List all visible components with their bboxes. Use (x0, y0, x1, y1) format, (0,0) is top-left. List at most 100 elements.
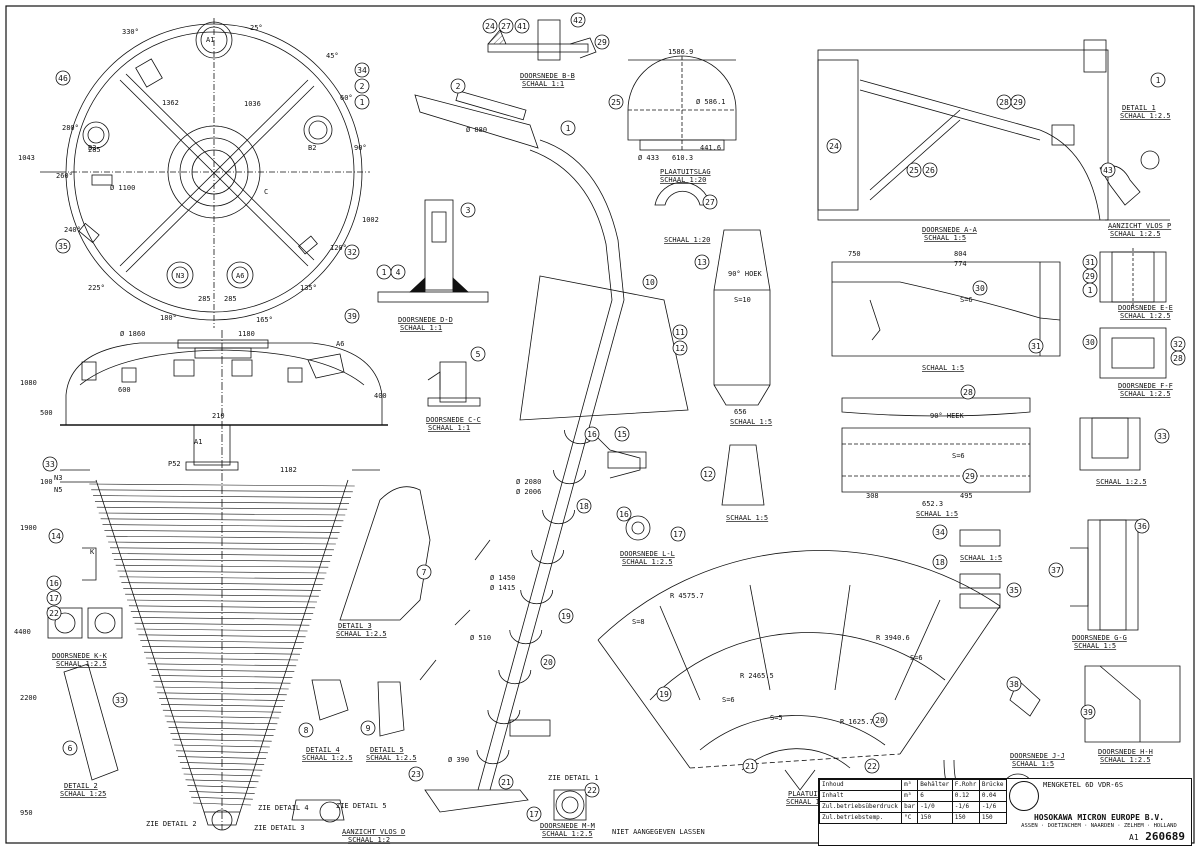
callout-bubble: 26 (922, 162, 938, 178)
section-title: DOORSNEDE M-M (540, 822, 595, 830)
callout-bubble: 5 (470, 346, 486, 362)
callout-bubble: 22 (584, 782, 600, 798)
table-header-cell: F.Rohr (951, 779, 980, 791)
dim-label: 285 (198, 295, 211, 303)
callout-number: 24 (485, 22, 495, 31)
part-label: B3 (88, 144, 96, 152)
dim-label: S=5 (770, 714, 783, 722)
callout-circle (1100, 162, 1116, 178)
section-title: DETAIL 3 (338, 622, 372, 630)
callout-bubble: 19 (558, 608, 574, 624)
callout-number: 1 (382, 268, 387, 277)
callout-circle (826, 138, 842, 154)
table-cell: 6 (917, 790, 953, 802)
dim-label: 1080 (20, 379, 37, 387)
callout-bubble: 11 (672, 324, 688, 340)
callout-circle (932, 524, 948, 540)
angle-label: 280° (62, 124, 79, 132)
callout-bubble: 17 (526, 806, 542, 822)
callout-circle (616, 506, 632, 522)
callout-number: 12 (703, 470, 713, 479)
callout-circle (576, 498, 592, 514)
callout-circle (354, 94, 370, 110)
callout-circle (962, 468, 978, 484)
plan-view (40, 18, 370, 328)
angle-label: 260° (56, 172, 73, 180)
callout-bubble: 27 (498, 18, 514, 34)
part-label: P52 (168, 460, 181, 468)
section-scale: SCHAAL 1:5 (1012, 760, 1054, 768)
dim-label: 2200 (20, 694, 37, 702)
dim-label: Ø 510 (470, 634, 491, 642)
note-label: NIET AANGEGEVEN LASSEN (612, 828, 705, 836)
section-title: DOORSNEDE C-C (426, 416, 481, 424)
dim-label: S=6 (910, 654, 923, 662)
part-30-31-geometry (831, 261, 1061, 357)
company-name: HOSOKAWA MICRON EUROPE B.V. (1033, 813, 1165, 822)
callout-circle (344, 244, 360, 260)
note-label: ZIE DETAIL 1 (548, 774, 599, 782)
callout-number: 27 (705, 198, 715, 207)
dim-label: S=6 (722, 696, 735, 704)
callout-circle (702, 194, 718, 210)
part-label: N3 (176, 272, 184, 280)
callout-circle (1154, 428, 1170, 444)
callout-circle (46, 575, 62, 591)
callout-circle (390, 264, 406, 280)
callout-circle (584, 782, 600, 798)
callout-circle (642, 274, 658, 290)
table-header-cell: Behälter (917, 779, 953, 791)
dim-label: Ø 390 (448, 756, 469, 764)
note-label: ZIE DETAIL 4 (258, 804, 309, 812)
dim-label: Ø 1450 (490, 574, 515, 582)
callout-circle (354, 78, 370, 94)
callout-number: 31 (1085, 258, 1095, 267)
section-scale: SCHAAL 1:2 (348, 836, 390, 844)
drawing-annotations: 330° 25° 45° 60° 90° 280° 260° 240° 225°… (14, 24, 1173, 844)
company-address: ASSEN · DOETINCHEM · NAARDEN · ZELHEM · … (1021, 823, 1177, 829)
callout-number: 32 (347, 248, 357, 257)
callout-bubble: 16 (616, 506, 632, 522)
callout-circle (864, 758, 880, 774)
callout-bubble: 18 (932, 554, 948, 570)
dim-label: 1002 (362, 216, 379, 224)
callout-bubble: 23 (408, 766, 424, 782)
dim-label: 1362 (162, 99, 179, 107)
callout-number: 33 (115, 696, 125, 705)
section-title: DOORSNEDE K-K (52, 652, 108, 660)
callout-circle (42, 456, 58, 472)
table-header-cell: Brücke (978, 779, 1008, 791)
callout-bubble: 31 (1028, 338, 1044, 354)
callout-bubble: 12 (700, 466, 716, 482)
callout-bubble: 1 (376, 264, 392, 280)
section-title: DOORSNEDE A-A (922, 226, 978, 234)
callout-bubble: 21 (742, 758, 758, 774)
callout-number: 22 (49, 609, 59, 618)
angle-label: 180° (160, 314, 177, 322)
callout-number: 16 (49, 579, 59, 588)
callout-number: 31 (1031, 342, 1041, 351)
callout-number: 1 (360, 98, 365, 107)
callout-bubble: 39 (1080, 704, 1096, 720)
callout-number: 17 (49, 594, 59, 603)
callout-bubble: 24 (482, 18, 498, 34)
dim-label: 400 (374, 392, 387, 400)
dim-label: 610.3 (672, 154, 693, 162)
callout-number: 36 (1137, 522, 1147, 531)
callout-circle (594, 34, 610, 50)
angle-label: 135° (300, 284, 317, 292)
section-scale: SCHAAL 1:1 (400, 324, 442, 332)
callout-circle (498, 774, 514, 790)
small-parts-geometry (959, 417, 1141, 609)
dim-label: Ø 2006 (516, 488, 541, 496)
callout-bubble: 32 (1170, 336, 1186, 352)
cone-stiffener-rings (89, 483, 355, 806)
callout-number: 1 (1088, 286, 1093, 295)
table-cell: bar (901, 801, 919, 813)
callout-bubble: 12 (672, 340, 688, 356)
callout-number: 16 (619, 510, 629, 519)
table-cell: 0.12 (951, 790, 980, 802)
section-title: AANZICHT VLOS P (1108, 222, 1171, 230)
callout-bubble: 20 (540, 654, 556, 670)
dim-label: Ø 880 (466, 126, 487, 134)
